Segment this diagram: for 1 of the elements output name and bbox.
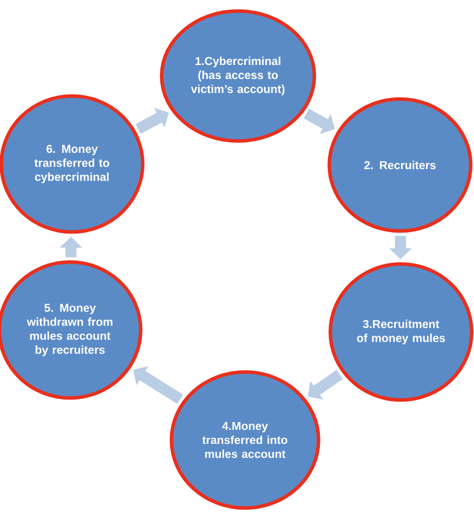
- block-arrow: [136, 108, 169, 134]
